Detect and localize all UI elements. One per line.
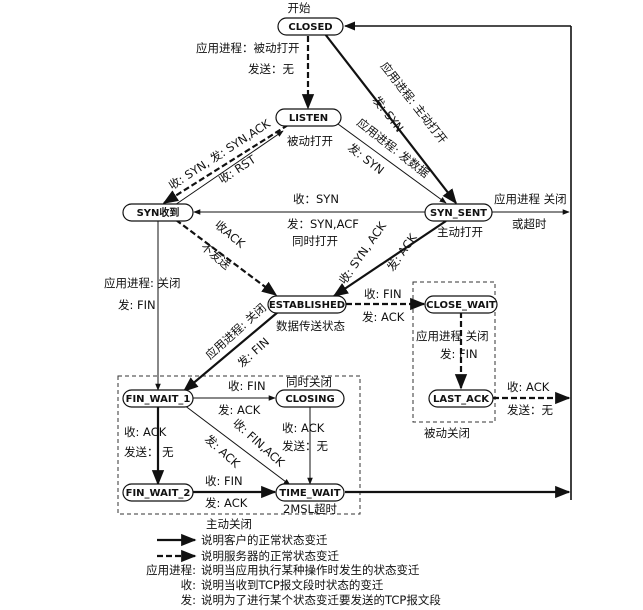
state-last-ack: LAST_ACK: [428, 389, 494, 408]
legend-recv-key: 收:: [181, 578, 196, 592]
label-passive-open-send: 发送：无: [248, 62, 294, 76]
label-fw1-recv-fin: 收: FIN: [228, 379, 266, 393]
label-active-open: 主动打开: [437, 225, 483, 239]
edge-synrcvd-established: [175, 219, 278, 296]
label-cw-app-close: 应用进程 关闭: [416, 329, 489, 343]
label-passive-open-app: 应用进程：被动打开: [196, 41, 300, 55]
svg-text:FIN_WAIT_2: FIN_WAIT_2: [126, 488, 191, 499]
label-recv-ack: 收ACK: [212, 218, 248, 251]
svg-text:TIME_WAIT: TIME_WAIT: [279, 488, 340, 499]
label-synsent-est-send: 发: ACK: [384, 231, 420, 274]
label-data-transfer: 数据传送状态: [276, 319, 345, 333]
label-fw2-tw-send: 发: ACK: [205, 496, 248, 510]
label-est-fw1-fin: 发: FIN: [235, 335, 272, 371]
svg-text:ESTABLISHED: ESTABLISHED: [269, 300, 345, 311]
state-closing: CLOSING: [275, 389, 345, 408]
legend-recv-desc: 说明当收到TCP报文段时状态的变迁: [201, 578, 384, 592]
legend-app-key: 应用进程:: [146, 563, 196, 577]
legend-server-text: 说明服务器的正常状态变迁: [201, 549, 339, 563]
label-simul-recv: 收：SYN: [293, 192, 339, 206]
label-no-send: 不发送: [198, 240, 234, 273]
legend-send-desc: 说明为了进行某个状态变迁要发送的TCP报文段: [201, 593, 441, 607]
svg-text:CLOSED: CLOSED: [288, 22, 332, 33]
state-established: ESTABLISHED: [267, 295, 347, 314]
active-close-box: [117, 375, 361, 515]
label-passive-close: 被动关闭: [424, 426, 470, 440]
edge-finwait1-timewait: [183, 404, 291, 486]
label-send-fin-left: 发: FIN: [118, 298, 156, 312]
label-app-close-left: 应用进程: 关闭: [104, 276, 181, 290]
state-syn-sent: SYN_SENT: [424, 203, 493, 222]
edge-listen-synsent: [337, 123, 447, 204]
legend: 说明客户的正常状态变迁 说明服务器的正常状态变迁 应用进程: 说明当应用执行某种…: [146, 533, 441, 607]
label-or-timeout: 或超时: [512, 217, 547, 231]
label-closing-send: 发送：无: [282, 439, 328, 453]
state-listen: LISTEN: [275, 108, 342, 127]
label-est-send-ack: 发: ACK: [362, 310, 405, 324]
label-passive-open: 被动打开: [287, 134, 333, 148]
edge-closed-synsent: [324, 33, 457, 205]
edge-established-finwait1: [182, 311, 279, 392]
edge-synrcvd-listen: [171, 130, 284, 208]
state-fin-wait-1: FIN_WAIT_1: [122, 389, 194, 408]
label-fw1-send-ack: 发: ACK: [218, 403, 261, 417]
legend-app-desc: 说明当应用执行某种操作时发生的状态变迁: [201, 563, 420, 577]
state-closed: CLOSED: [277, 17, 344, 36]
label-active-close: 主动关闭: [206, 517, 252, 531]
state-fin-wait-2: FIN_WAIT_2: [122, 483, 194, 502]
label-fw1-fw2-recv: 收: ACK: [124, 425, 167, 439]
legend-send-key: 发:: [181, 593, 196, 607]
label-simul-close: 同时关闭: [286, 375, 332, 389]
svg-text:LAST_ACK: LAST_ACK: [433, 394, 490, 405]
label-simul-send: 发：SYN,ACF: [287, 217, 359, 231]
state-close-wait: CLOSE_WAIT: [424, 295, 498, 314]
svg-text:SYN_SENT: SYN_SENT: [430, 208, 487, 219]
edge-synsent-established: [332, 220, 447, 297]
label-est-recv-fin: 收: FIN: [364, 287, 402, 301]
state-syn-rcvd: SYN收到: [122, 203, 194, 222]
label-simul-open: 同时打开: [292, 234, 338, 248]
label-app-close-right: 应用进程 关闭: [494, 192, 567, 206]
svg-text:CLOSE_WAIT: CLOSE_WAIT: [426, 300, 496, 311]
label-msl: 2MSL超时: [283, 502, 337, 516]
svg-text:CLOSING: CLOSING: [285, 394, 334, 405]
label-start: 开始: [288, 1, 311, 15]
label-closing-recv: 收: ACK: [282, 421, 325, 435]
svg-text:SYN收到: SYN收到: [137, 206, 180, 219]
label-fw1-tw-send: 发: ACK: [202, 432, 243, 471]
label-fw2-tw-recv: 收: FIN: [205, 474, 243, 488]
svg-text:LISTEN: LISTEN: [289, 113, 328, 124]
state-time-wait: TIME_WAIT: [275, 483, 345, 502]
label-la-recv: 收: ACK: [507, 380, 550, 394]
edge-listen-synrcvd: [162, 124, 289, 204]
label-la-send: 发送：无: [507, 403, 553, 417]
label-cw-send-fin: 发: FIN: [440, 347, 478, 361]
passive-close-box: [412, 281, 496, 423]
svg-text:FIN_WAIT_1: FIN_WAIT_1: [126, 394, 191, 405]
legend-client-text: 说明客户的正常状态变迁: [201, 533, 328, 547]
label-fw1-fw2-send: 发送： 无: [124, 445, 174, 459]
